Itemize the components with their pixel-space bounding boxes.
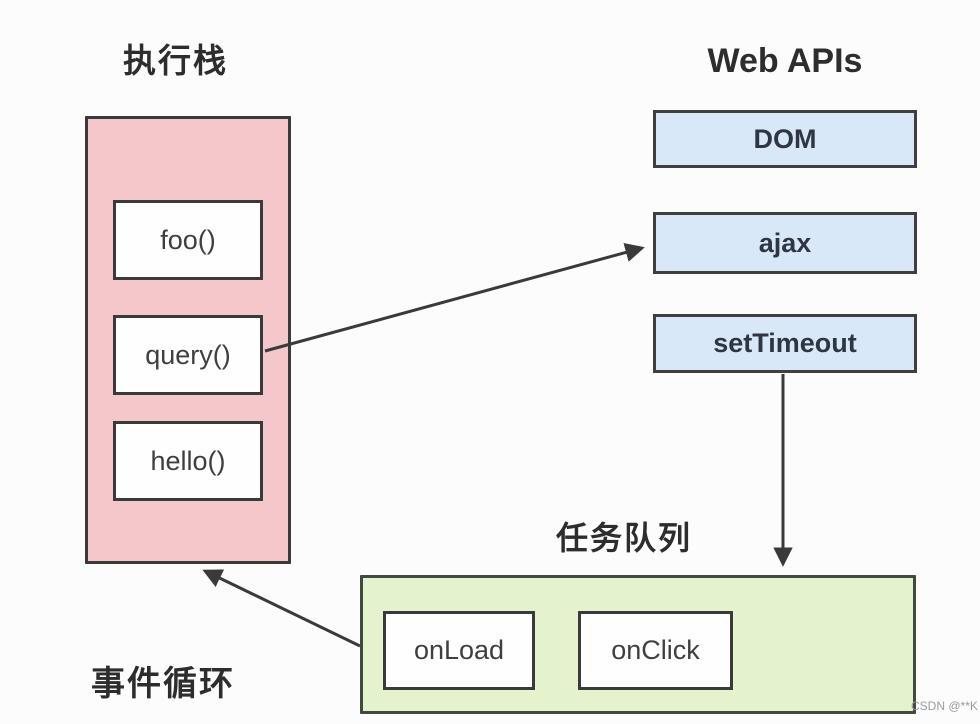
web-api-ajax-label: ajax xyxy=(758,227,812,258)
task-queue-title: 任务队列 xyxy=(556,520,693,556)
execution-stack-box: foo() query() hello() xyxy=(85,116,291,564)
web-api-dom-label: DOM xyxy=(753,123,817,154)
execution-stack-title: 执行栈 xyxy=(123,42,228,79)
web-api-dom-box: DOM xyxy=(653,110,917,168)
queue-item-onload: onLoad xyxy=(383,611,535,690)
watermark: CSDN @**K xyxy=(911,699,978,713)
queue-item-onclick-label: onClick xyxy=(611,635,700,665)
stack-item-query-label: query() xyxy=(145,339,231,370)
web-api-ajax-box: ajax xyxy=(653,212,917,274)
queue-item-onload-label: onLoad xyxy=(413,635,505,665)
arrow-task-queue-to-stack xyxy=(202,569,361,648)
stack-item-hello: hello() xyxy=(113,421,263,501)
task-queue-box: onLoad onClick xyxy=(360,575,916,714)
stack-item-foo: foo() xyxy=(113,200,263,280)
stack-item-hello-label: hello() xyxy=(150,445,226,476)
queue-item-onclick: onClick xyxy=(578,611,733,690)
arrow-query-to-ajax xyxy=(264,242,645,353)
web-apis-title: Web APIs xyxy=(707,42,863,80)
web-api-settimeout-label: setTimeout xyxy=(713,328,857,358)
web-api-settimeout-box: setTimeout xyxy=(653,314,917,373)
stack-item-query: query() xyxy=(113,315,263,395)
event-loop-label: 事件循环 xyxy=(91,665,235,703)
stack-item-foo-label: foo() xyxy=(160,224,216,255)
